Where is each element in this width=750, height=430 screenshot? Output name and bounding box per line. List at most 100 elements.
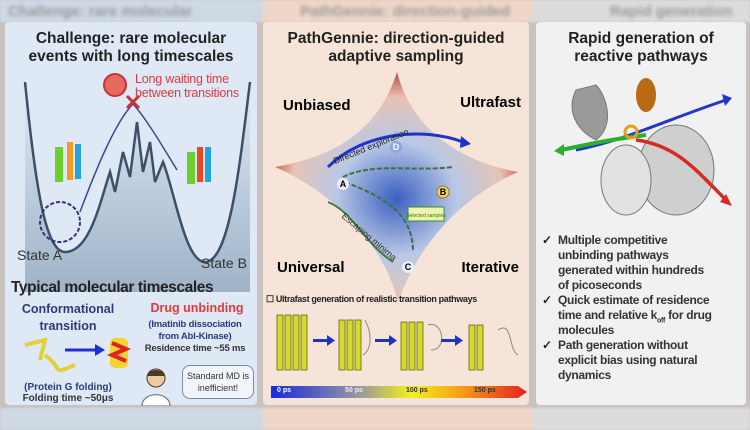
- blue-pathway: [575, 98, 727, 152]
- blue-arrow-head: [722, 94, 732, 106]
- title-line: Rapid generation of: [568, 30, 714, 47]
- text: time and relative k: [558, 308, 658, 322]
- green-arrow-head: [554, 144, 564, 156]
- transition-path: [79, 102, 178, 213]
- time-gradient: [271, 386, 527, 398]
- time-bar: [271, 386, 527, 398]
- directed-arrow: [326, 132, 464, 169]
- bullet-line: Path generation without: [558, 338, 688, 352]
- protein-structure-a-icon: [55, 142, 81, 182]
- label-line: Conformational: [21, 302, 115, 316]
- point-c-label: C: [405, 262, 412, 272]
- reactive-pathways-title: Rapid generation of reactive pathways: [536, 30, 746, 66]
- challenge-title: Challenge: rare molecular events with lo…: [5, 30, 257, 66]
- reactive-pathways-panel: Rapid generation of reactive pathways ✓ …: [536, 22, 746, 405]
- trajectory-lines: [342, 166, 454, 253]
- bullet-line: unbinding pathways: [558, 248, 669, 262]
- energy-curve: [23, 81, 252, 264]
- state-b-label: State B: [201, 255, 247, 271]
- sampling-landscape: Selected samples A B C D Directed explor…: [275, 72, 518, 302]
- state-a-label: State A: [17, 247, 63, 263]
- bullet-item: Path generation without explicit bias us…: [558, 338, 698, 383]
- escaping-path: [327, 201, 394, 263]
- pathgennie-title: PathGennie: direction-guided adaptive sa…: [263, 30, 529, 66]
- blurred-header-strip: Challenge: rare molecular PathGennie: di…: [0, 0, 750, 22]
- bullet-line: generated within hundreds: [558, 263, 704, 277]
- bullet-row: ✓ Multiple competitive unbinding pathway…: [542, 233, 746, 293]
- protein-snapshots: [276, 314, 484, 371]
- text: for drug: [665, 308, 712, 322]
- title-line: PathGennie: direction-guided: [287, 30, 505, 47]
- timescales-heading: Typical molecular timescales: [11, 279, 214, 296]
- pathways-heading: ☐ Ultrafast generation of realistic tran…: [266, 294, 477, 305]
- bullet-row: ✓ Quick estimate of residence time and r…: [542, 293, 746, 338]
- blurred-text: Challenge: rare molecular: [8, 2, 193, 20]
- protein-g-folding-icon: [24, 337, 132, 373]
- selected-samples-box: [407, 206, 445, 222]
- bullet-line: time and relative koff for drug: [558, 308, 712, 325]
- universal-label: Universal: [277, 259, 345, 276]
- bullet-line: Quick estimate of residence: [558, 293, 710, 307]
- caption-line: from Abl-Kinase): [158, 331, 232, 342]
- point-b-label: B: [440, 187, 447, 197]
- time-label-150: 150 ps: [474, 387, 496, 394]
- protein-ribbon: [571, 84, 715, 216]
- bullet-line: explicit bias using natural: [558, 353, 698, 367]
- ligand-icon: [623, 124, 639, 140]
- ultrafast-label: Ultrafast: [460, 94, 521, 111]
- bullet-list: ✓ Multiple competitive unbinding pathway…: [542, 233, 746, 383]
- blurred-text: Rapid generation: [610, 2, 733, 20]
- speech-line: inefficient!: [197, 383, 239, 393]
- scientist-avatar-icon: [141, 368, 171, 406]
- label-line: transition: [39, 319, 97, 333]
- challenge-panel: Challenge: rare molecular events with lo…: [5, 22, 257, 406]
- progress-arrows: [313, 335, 463, 346]
- waiting-time-label: Long waiting time between transitions: [135, 72, 239, 100]
- energy-landscape: [23, 73, 252, 292]
- title-line: reactive pathways: [574, 48, 708, 65]
- orange-helix: [636, 78, 656, 112]
- unbiased-label: Unbiased: [283, 97, 351, 114]
- time-label-100: 100 ps: [406, 387, 428, 394]
- landscape-surface: [275, 72, 518, 302]
- protein-g-caption: (Protein G folding) Folding time ~50μs: [13, 382, 123, 404]
- check-icon: ✓: [542, 338, 553, 352]
- kinase-structure: [554, 78, 732, 216]
- title-line: adaptive sampling: [328, 48, 464, 65]
- pathways-heading-text: Ultrafast generation of realistic transi…: [275, 294, 477, 304]
- energy-well-fill: [25, 82, 250, 292]
- point-d-marker: [390, 141, 402, 153]
- bullet-row: ✓ Path generation without explicit bias …: [542, 338, 746, 383]
- checkbox-icon: ☐: [266, 294, 274, 304]
- point-c-marker: [402, 261, 414, 273]
- time-label-0: 0 ps: [277, 387, 292, 394]
- caption-line: Folding time ~50μs: [22, 393, 114, 404]
- subscript: off: [657, 317, 666, 325]
- bullet-line: of picoseconds: [558, 278, 642, 292]
- bullet-item: Quick estimate of residence time and rel…: [558, 293, 712, 338]
- pathgennie-panel: PathGennie: direction-guided adaptive sa…: [263, 22, 529, 405]
- bullet-line: dynamics: [558, 368, 611, 382]
- pathway-snapshots: [276, 314, 519, 371]
- label-line: between transitions: [135, 86, 239, 100]
- drug-unbinding-label: Drug unbinding: [150, 301, 244, 315]
- selected-samples-label: Selected samples: [406, 213, 446, 219]
- conformational-label: Conformational transition: [13, 301, 123, 335]
- caption-line: (Imatinib dissociation: [148, 319, 242, 330]
- speech-bubble: Standard MD is inefficient!: [182, 365, 254, 399]
- bullet-line: molecules: [558, 323, 614, 337]
- label-line: Long waiting time: [135, 72, 229, 86]
- protein-structure-b-icon: [187, 147, 211, 184]
- time-label-50: 50 ps: [345, 387, 363, 394]
- red-arrow-head: [720, 194, 732, 206]
- imatinib-caption: (Imatinib dissociation from Abl-Kinase) …: [133, 319, 257, 355]
- caption-line: (Protein G folding): [24, 382, 112, 393]
- title-line: Challenge: rare molecular: [35, 30, 227, 47]
- iterative-label: Iterative: [461, 259, 519, 276]
- bullet-item: Multiple competitive unbinding pathways …: [558, 233, 704, 293]
- blurred-footer-strip: [0, 408, 750, 430]
- unfolded-protein-icon: [39, 201, 81, 243]
- speech-line: Standard MD is: [186, 371, 250, 381]
- bullet-line: Multiple competitive: [558, 233, 668, 247]
- check-icon: ✓: [542, 293, 553, 307]
